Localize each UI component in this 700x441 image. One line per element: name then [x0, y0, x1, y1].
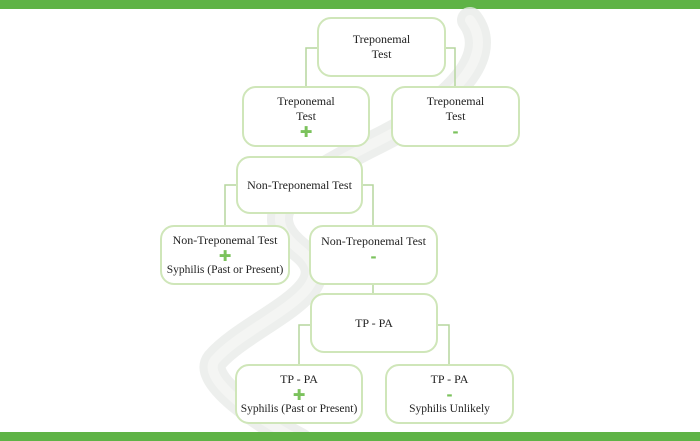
node-label: TP - PA [430, 371, 469, 386]
node-label: TP - PA [355, 315, 393, 330]
node-tp-pa-positive: TP - PA ✚ Syphilis (Past or Present) [235, 364, 363, 424]
plus-icon: ✚ [299, 123, 313, 141]
connector-root-to-trep-pos [305, 47, 317, 86]
node-label: Treponemal Test [426, 94, 485, 123]
connector-nontrep-to-neg [363, 184, 374, 225]
connector-tppa-to-neg [438, 324, 450, 364]
node-label: Treponemal Test [352, 32, 411, 61]
result-text: Syphilis Unlikely [409, 402, 490, 415]
connector-nontrep-to-pos [224, 184, 236, 225]
connector-tppa-to-pos [298, 324, 310, 364]
result-text: Syphilis (Past or Present) [166, 263, 284, 276]
bottom-accent-bar [0, 432, 700, 441]
node-non-treponemal-positive: Non-Treponemal Test ✚ Syphilis (Past or … [160, 225, 290, 285]
node-non-treponemal-test: Non-Treponemal Test [236, 156, 363, 214]
node-treponemal-test: Treponemal Test [317, 17, 446, 77]
node-label: Non-Treponemal Test [247, 177, 352, 192]
top-accent-bar [0, 0, 700, 9]
plus-icon: ✚ [292, 385, 306, 404]
node-non-treponemal-negative: Non-Treponemal Test - [309, 225, 438, 285]
node-tp-pa-negative: TP - PA - Syphilis Unlikely [385, 364, 514, 424]
minus-icon: - [452, 123, 459, 141]
node-label: Non-Treponemal Test [321, 234, 426, 248]
node-label: TP - PA [280, 371, 318, 386]
node-label: Treponemal Test [277, 94, 335, 123]
plus-icon: ✚ [218, 246, 232, 265]
result-text: Syphilis (Past or Present) [240, 402, 358, 415]
connector-root-to-trep-neg [446, 47, 456, 86]
minus-icon: - [446, 385, 453, 404]
minus-icon: - [370, 248, 377, 266]
node-tp-pa: TP - PA [310, 293, 438, 353]
node-treponemal-positive: Treponemal Test ✚ [242, 86, 370, 147]
node-treponemal-negative: Treponemal Test - [391, 86, 520, 147]
node-label: Non-Treponemal Test [172, 232, 278, 247]
